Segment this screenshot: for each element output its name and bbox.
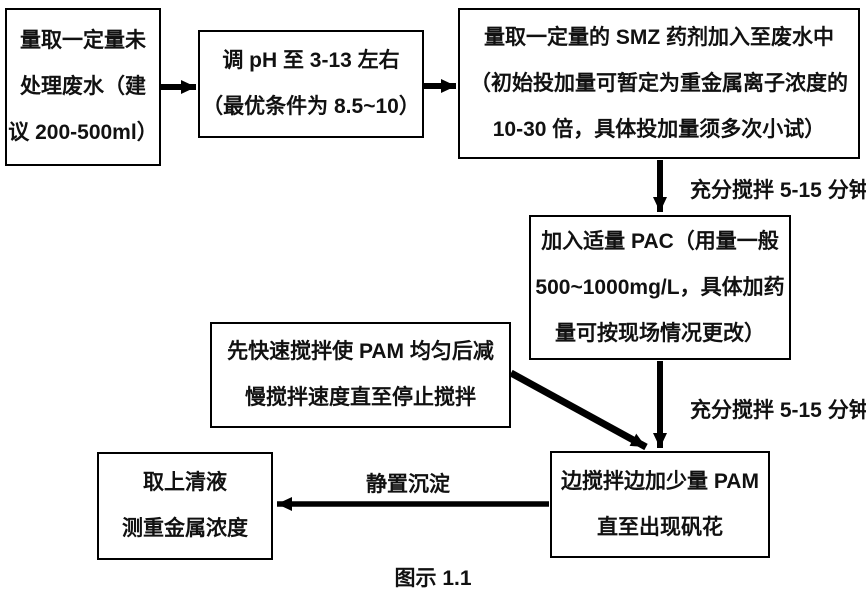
flow-box-add-smz: 量取一定量的 SMZ 药剂加入至废水中 （初始投加量可暂定为重金属离子浓度的 1… [458,8,860,159]
arrow-label-stir-2: 充分搅拌 5-15 分钟 [690,399,866,422]
flow-box-text: 加入适量 PAC（用量一般 [541,229,779,253]
flow-box-text: 议 200-500ml） [8,121,158,144]
flow-box-text: （初始投加量可暂定为重金属离子浓度的 [470,71,848,95]
flow-box-measure-wastewater: 量取一定量未 处理废水（建 议 200-500ml） [5,8,161,166]
flow-box-text: 直至出现矾花 [597,515,723,539]
flow-box-text: 10-30 倍，具体投加量须多次小试） [492,117,826,141]
flow-box-text: 边搅拌边加少量 PAM [561,469,759,493]
flow-box-text: 量取一定量未 [20,29,146,52]
flow-box-text: 处理废水（建 [20,75,146,98]
flow-box-text: 量取一定量的 SMZ 药剂加入至废水中 [484,25,834,49]
flow-box-text: 慢搅拌速度直至停止搅拌 [245,386,476,409]
flow-box-adjust-ph: 调 pH 至 3-13 左右 （最优条件为 8.5~10） [198,30,424,138]
flow-box-text: 测重金属浓度 [122,517,248,540]
arrow-label-stir-1: 充分搅拌 5-15 分钟 [690,179,866,202]
flow-box-add-pam: 边搅拌边加少量 PAM 直至出现矾花 [550,451,770,558]
arrow-mixspeed-to-pam [509,369,648,451]
flow-box-text: （最优条件为 8.5~10） [202,95,420,118]
flow-box-text: 量可按现场情况更改） [555,321,765,345]
flow-box-add-pac: 加入适量 PAC（用量一般 500~1000mg/L，具体加药 量可按现场情况更… [529,215,791,360]
arrow-label-settle: 静置沉淀 [366,473,450,496]
figure-caption: 图示 1.1 [394,567,472,590]
flow-box-text: 先快速搅拌使 PAM 均匀后减 [227,340,494,363]
flow-box-pam-mix-speed: 先快速搅拌使 PAM 均匀后减 慢搅拌速度直至停止搅拌 [210,322,511,428]
flow-box-text: 取上清液 [143,471,227,494]
flow-box-take-supernatant: 取上清液 测重金属浓度 [97,452,273,560]
flow-box-text: 500~1000mg/L，具体加药 [535,275,785,299]
flow-box-text: 调 pH 至 3-13 左右 [222,49,400,72]
